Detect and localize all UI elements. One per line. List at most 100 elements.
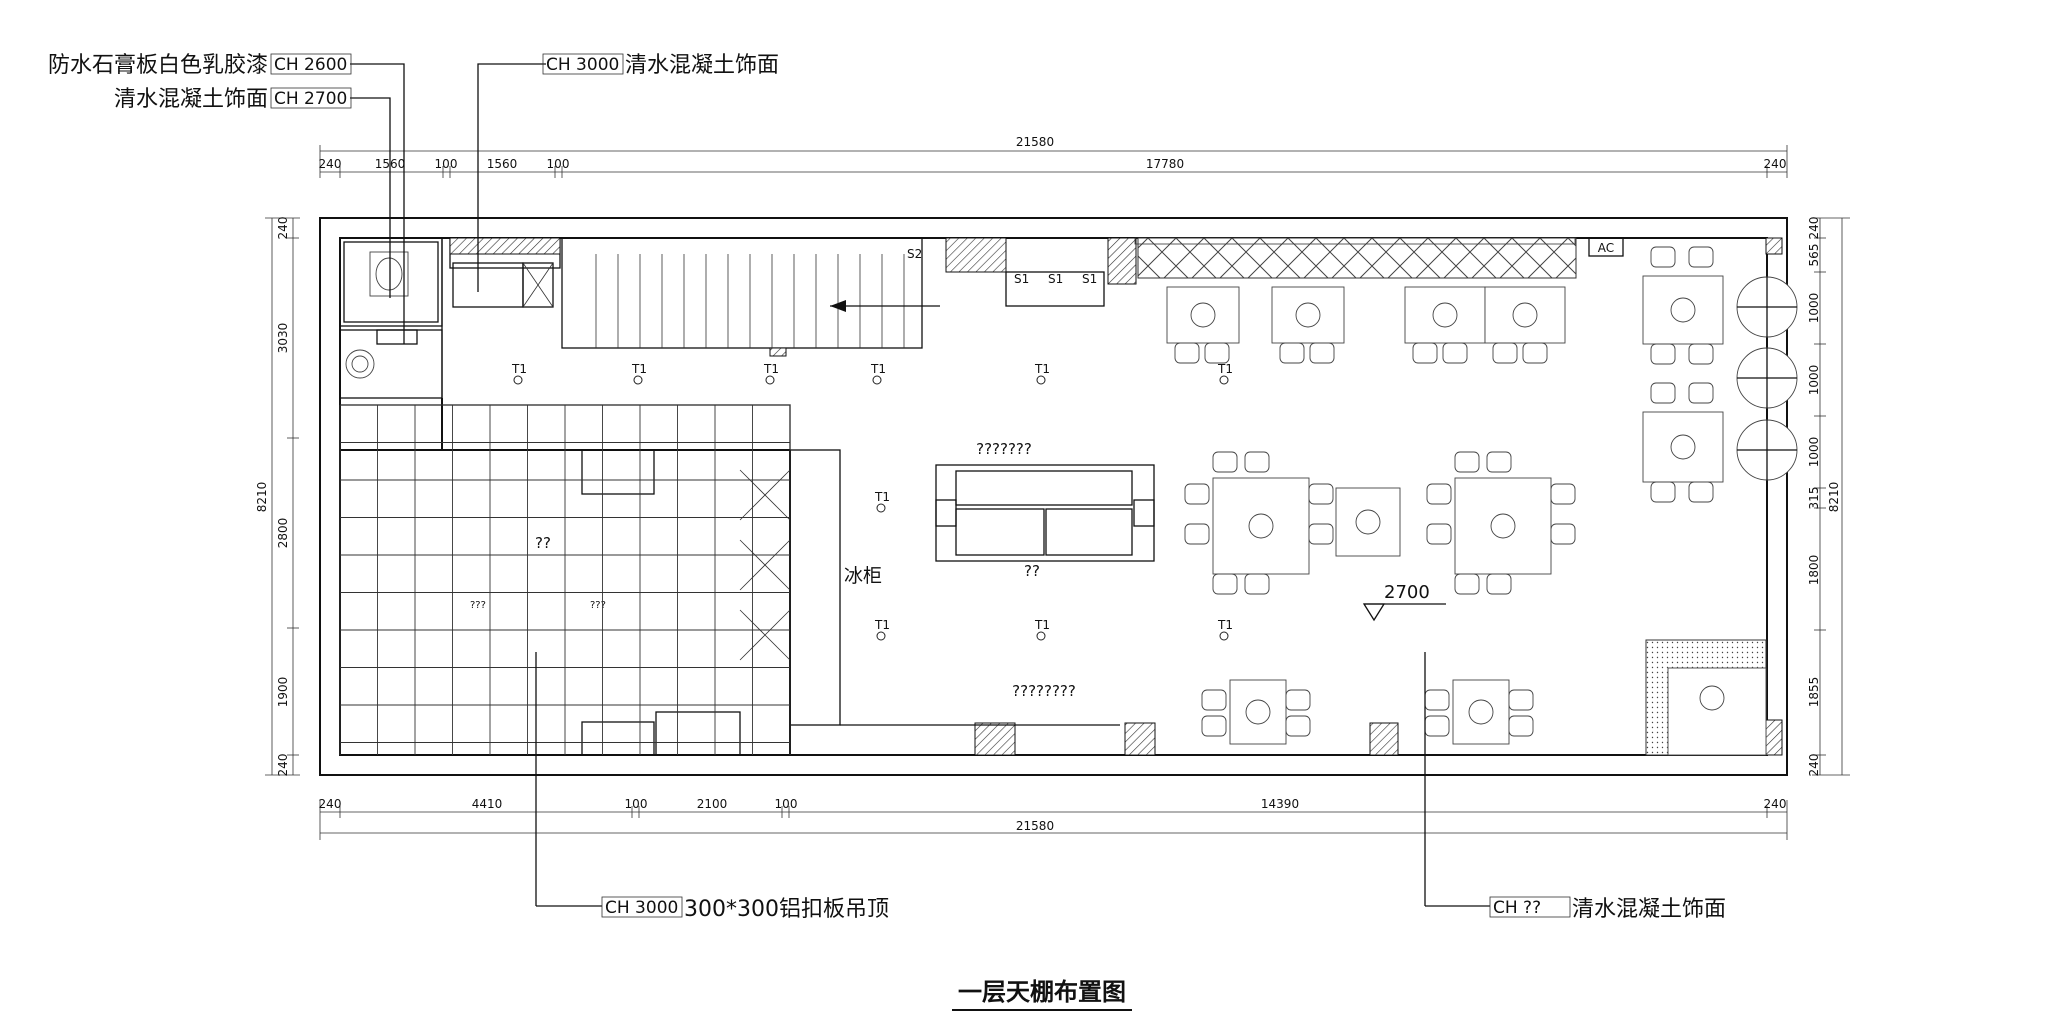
pendant-light: [1512, 302, 1538, 328]
svg-text:S1: S1: [1048, 272, 1063, 286]
dining-chair: [1201, 689, 1227, 711]
t1-light: T1: [1034, 362, 1050, 385]
dining-chair: [1279, 342, 1305, 364]
dim-right-total: 8210: [1827, 482, 1841, 513]
callout-top-left-1: 防水石膏板白色乳胶漆 CH 2600: [48, 53, 352, 78]
s1-light: S1: [1048, 272, 1063, 286]
bar-counter: [935, 464, 1155, 562]
dining-chair: [1522, 342, 1548, 364]
dining-chair: [1204, 342, 1230, 364]
svg-text:T1: T1: [874, 490, 890, 504]
svg-text:S1: S1: [1082, 272, 1097, 286]
stair: [561, 237, 923, 357]
dining-chair: [1688, 246, 1714, 268]
svg-text:T1: T1: [1217, 362, 1233, 376]
dim-right-seg: 565: [1807, 244, 1821, 267]
kitchen-label: ??: [535, 534, 551, 552]
dining-chair: [1442, 342, 1468, 364]
callout-ch: CH 2600: [274, 55, 347, 75]
kitchen-small-label-1: ???: [470, 600, 486, 611]
dim-bottom-seg: 240: [1764, 797, 1787, 811]
t1-light: T1: [874, 618, 890, 641]
drawing-title: 一层天棚布置图: [952, 978, 1132, 1011]
svg-text:T1: T1: [631, 362, 647, 376]
dim-left-seg: 1900: [276, 677, 290, 708]
t1-light: T1: [870, 362, 886, 385]
pendant-light: [1670, 434, 1696, 460]
stair-arrow-head: [830, 300, 846, 312]
pendant-light: [1670, 297, 1696, 323]
dining-chair: [1454, 573, 1480, 595]
svg-text:T1: T1: [1034, 618, 1050, 632]
dim-top-seg: 240: [319, 157, 342, 171]
dim-bottom-seg: 4410: [472, 797, 503, 811]
dim-top-seg: 100: [435, 157, 458, 171]
dim-bottom-seg: 240: [319, 797, 342, 811]
dining-chair: [1508, 689, 1534, 711]
left-dimension-chain: 8210 240 3030 2800 1900 240: [255, 217, 300, 776]
dining-chair: [1650, 481, 1676, 503]
columns: [449, 237, 1783, 756]
ac-label: AC: [1598, 241, 1614, 255]
dining-chair: [1650, 343, 1676, 365]
dining-chair: [1244, 573, 1270, 595]
t1-light: T1: [631, 362, 647, 385]
pendant-light: [1355, 509, 1381, 535]
right-dimension-chain: 240 565 1000 1000 1000 315 1800 1855 240…: [1807, 217, 1850, 776]
dim-right-seg: 315: [1807, 487, 1821, 510]
dining-chair: [1174, 342, 1200, 364]
callout-ch: CH 2700: [274, 89, 347, 109]
dim-bottom-seg: 2100: [697, 797, 728, 811]
dining-chair: [1244, 451, 1270, 473]
bottom-dimension-chain: 240 4410 100 2100 100 14390 240 21580: [319, 797, 1788, 840]
dim-top-total: 21580: [1016, 135, 1054, 149]
dining-chair: [1424, 715, 1450, 737]
dim-right-seg: 1855: [1807, 677, 1821, 708]
callout-label: 清水混凝土饰面: [625, 53, 779, 78]
t1-light: T1: [763, 362, 779, 385]
callout-label: 清水混凝土饰面: [114, 87, 268, 112]
kitchen-small-label-2: ???: [590, 600, 606, 611]
callout-ch: CH 3000: [546, 55, 619, 75]
pendant-light: [1490, 513, 1516, 539]
dining-chair: [1508, 715, 1534, 737]
dining-chair: [1550, 523, 1576, 545]
bottom-text-label: ????????: [1012, 682, 1076, 700]
s2-light: S2: [907, 247, 922, 261]
dining-chair: [1426, 523, 1452, 545]
svg-text:T1: T1: [870, 362, 886, 376]
counter-top-label: ???????: [976, 440, 1032, 458]
dim-bottom-seg: 100: [625, 797, 648, 811]
dining-chair: [1688, 481, 1714, 503]
dining-chair: [1486, 451, 1512, 473]
dim-right-seg: 1800: [1807, 555, 1821, 586]
dim-top-seg: 100: [547, 157, 570, 171]
dim-left-seg: 2800: [276, 518, 290, 549]
t1-light: T1: [1034, 618, 1050, 641]
t1-light: T1: [874, 490, 890, 513]
dining-chair: [1184, 483, 1210, 505]
callout-bottom-right: CH ?? 清水混凝土饰面: [1489, 896, 1726, 922]
dining-chair: [1285, 689, 1311, 711]
dining-chair: [1309, 342, 1335, 364]
callout-ch: CH 3000: [605, 898, 678, 918]
dining-chair: [1308, 523, 1334, 545]
dining-chair: [1426, 483, 1452, 505]
lattice-panel: [1134, 237, 1577, 279]
dining-chair: [1308, 483, 1334, 505]
callout-label: 清水混凝土饰面: [1572, 897, 1726, 922]
dim-bottom-seg: 14390: [1261, 797, 1299, 811]
svg-text:T1: T1: [874, 618, 890, 632]
dim-right-seg: 1000: [1807, 365, 1821, 396]
dining-chair: [1492, 342, 1518, 364]
callout-bottom-left: CH 3000 300*300铝扣板吊顶: [601, 896, 889, 922]
svg-text:T1: T1: [1034, 362, 1050, 376]
dining-chair: [1412, 342, 1438, 364]
svg-text:T1: T1: [1217, 618, 1233, 632]
fridge-label: 冰柜: [844, 565, 882, 587]
dim-top-seg: 17780: [1146, 157, 1184, 171]
dining-chair: [1650, 246, 1676, 268]
toilet-block: [339, 237, 443, 399]
svg-text:S2: S2: [907, 247, 922, 261]
